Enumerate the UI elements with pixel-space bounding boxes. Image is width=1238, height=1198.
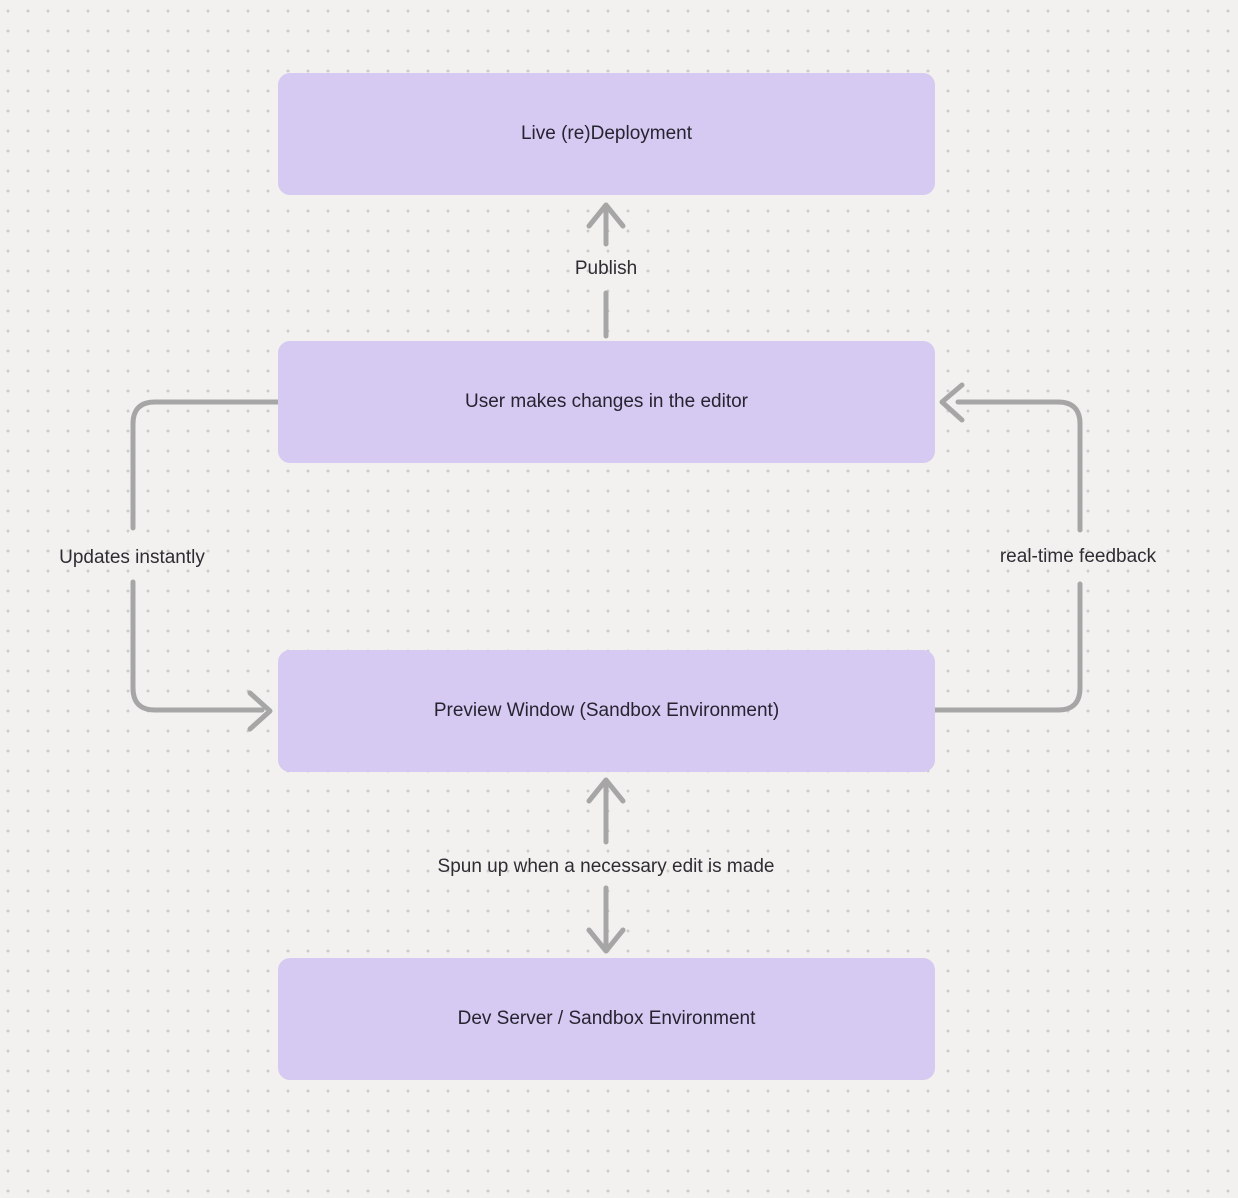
node-label: Dev Server / Sandbox Environment	[457, 1007, 756, 1029]
node-label: Preview Window (Sandbox Environment)	[433, 699, 780, 721]
arrowhead-right-icon	[247, 690, 273, 732]
edge-label-spun-up: Spun up when a necessary edit is made	[437, 856, 775, 877]
node-live-redeployment[interactable]: Live (re)Deployment	[278, 73, 935, 195]
arrowhead-up-icon	[586, 202, 626, 229]
edge-label-publish: Publish	[574, 258, 638, 279]
node-dev-server[interactable]: Dev Server / Sandbox Environment	[278, 958, 935, 1080]
edge-label-updates-instantly: Updates instantly	[59, 547, 205, 568]
edge-label-real-time-feedback: real-time feedback	[999, 546, 1157, 567]
node-label: Live (re)Deployment	[520, 122, 693, 144]
arrowhead-left-icon	[939, 382, 965, 423]
arrowhead-up-icon	[586, 777, 626, 804]
node-preview-window[interactable]: Preview Window (Sandbox Environment)	[278, 650, 935, 772]
arrowhead-down-icon	[586, 927, 626, 954]
node-label: User makes changes in the editor	[464, 390, 749, 412]
node-editor-changes[interactable]: User makes changes in the editor	[278, 341, 935, 463]
